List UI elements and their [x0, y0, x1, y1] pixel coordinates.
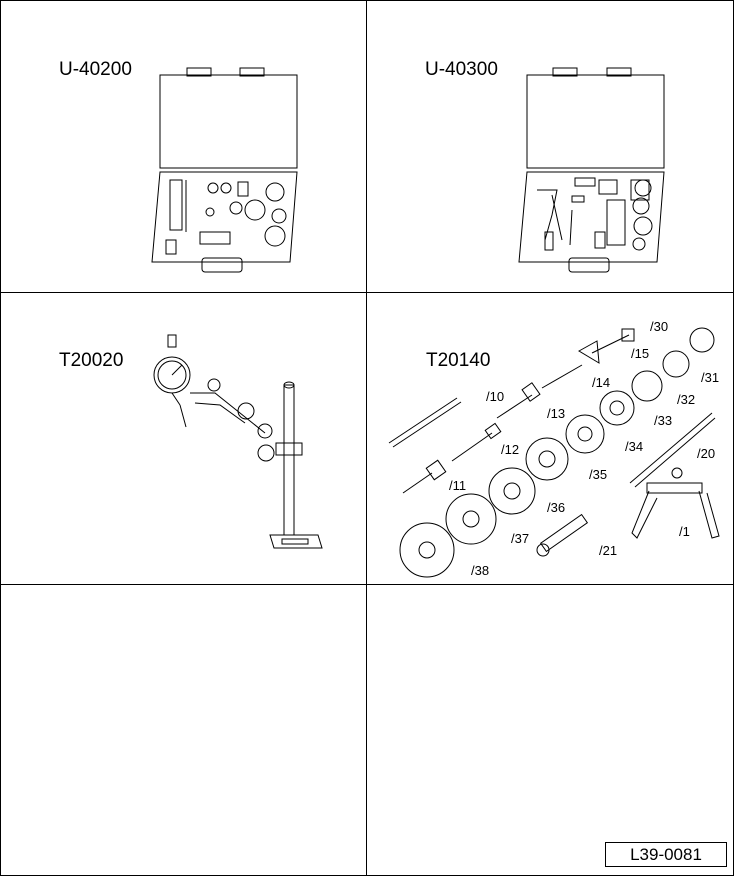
empty-cell: [367, 585, 733, 876]
callout-label: /33: [654, 413, 673, 428]
tool-case-illustration: [518, 67, 665, 273]
callout-label: /1: [679, 524, 690, 539]
callout-label: /20: [697, 446, 716, 461]
tool-code: T20140: [426, 350, 491, 371]
divider: [0, 584, 734, 585]
callout-label: /37: [511, 531, 530, 546]
callout-label: /32: [677, 392, 696, 407]
callout-label: /31: [701, 370, 720, 385]
figure-reference: L39-0081: [605, 842, 727, 867]
callout-label: /10: [486, 389, 505, 404]
tool-code: T20020: [59, 350, 124, 371]
callout-label: /11: [449, 478, 467, 493]
callout-label: /34: [625, 439, 644, 454]
divider: [0, 292, 734, 293]
callout-label: /30: [650, 319, 669, 334]
divider: [366, 0, 367, 876]
callout-label: /15: [631, 346, 650, 361]
cell-t20140: T20140 /30 /15 /31 /14 /32 /10 /13 /33 /…: [367, 293, 733, 584]
callout-label: /38: [471, 563, 490, 578]
dial-gauge-stand-illustration: [153, 334, 323, 549]
tool-code: U-40300: [425, 59, 498, 80]
callout-label: /13: [547, 406, 566, 421]
cell-u-40300: U-40300: [367, 0, 733, 291]
tool-set-illustration: [388, 327, 720, 578]
callout-label: /12: [501, 442, 520, 457]
callout-label: /14: [592, 375, 611, 390]
callout-label: /35: [589, 467, 608, 482]
callout-label: /36: [547, 500, 566, 515]
cell-u-40200: U-40200: [0, 0, 366, 291]
cell-t20020: T20020: [0, 293, 366, 584]
tool-code: U-40200: [59, 59, 132, 80]
tool-case-illustration: [151, 67, 298, 273]
empty-cell: [0, 585, 366, 876]
callout-label: /21: [599, 543, 618, 558]
